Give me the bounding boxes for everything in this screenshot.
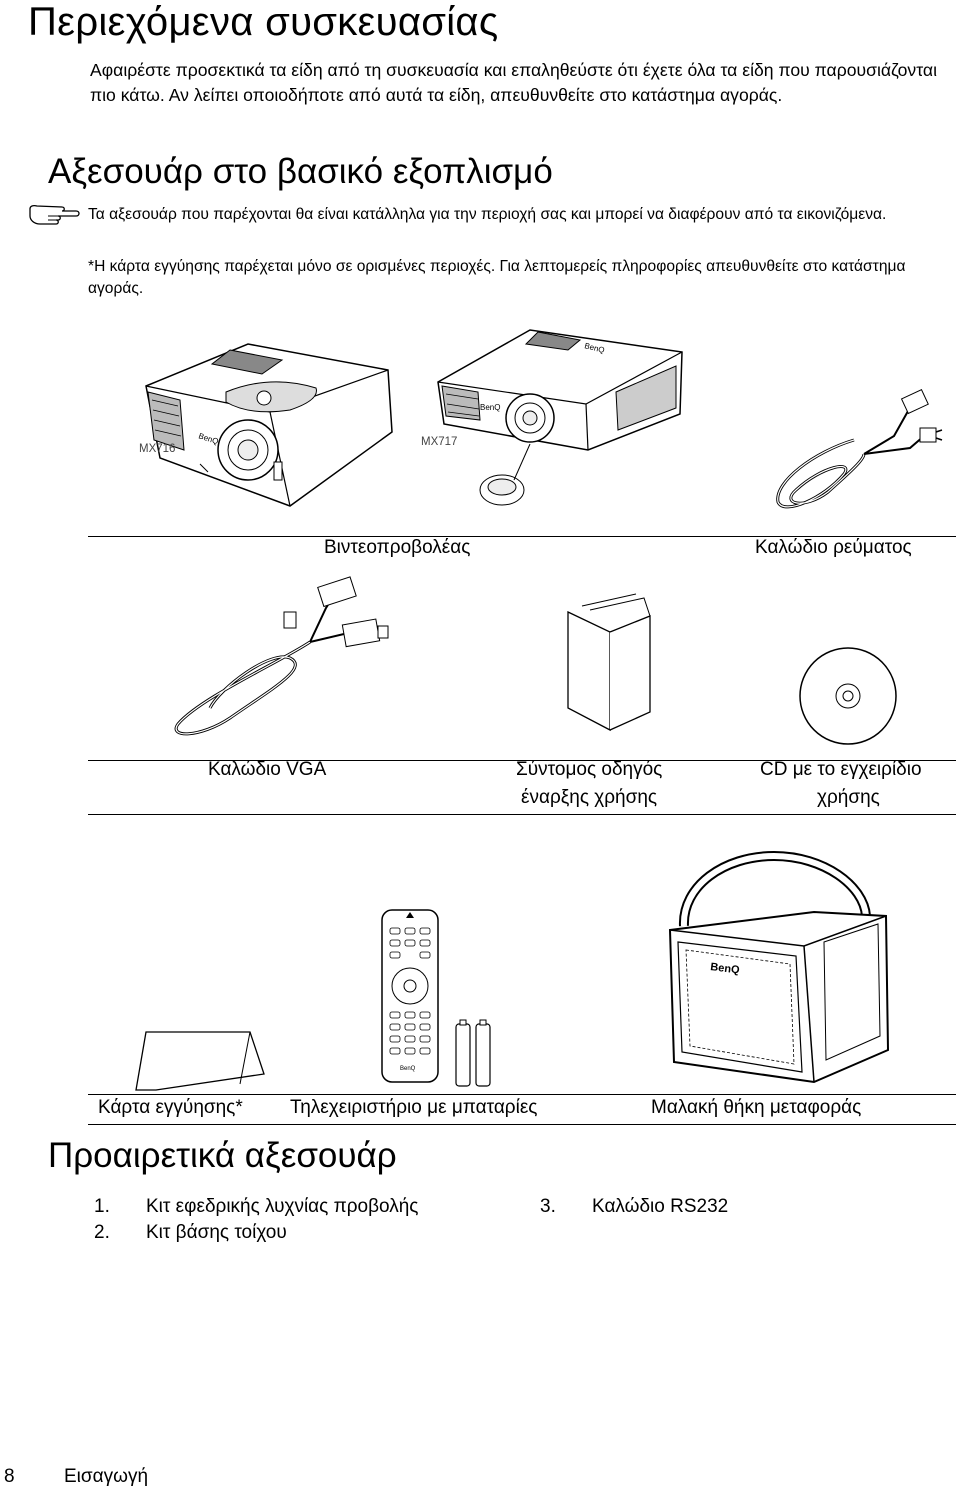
batteries-illustration: [452, 1018, 496, 1090]
cd-illustration: [796, 644, 900, 748]
caption-remote-control: Τηλεχειριστήριο με μπαταρίες: [290, 1097, 538, 1118]
divider: [88, 760, 956, 761]
remote-control-illustration: BenQ: [378, 908, 442, 1086]
divider: [88, 536, 956, 537]
power-cord-illustration: [744, 390, 944, 520]
optional-item-label: Καλώδιο RS232: [592, 1196, 729, 1217]
note-accessories-vary: Τα αξεσουάρ που παρέχονται θα είναι κατά…: [88, 206, 887, 223]
footer-section-label: Εισαγωγή: [64, 1466, 149, 1487]
warranty-card-illustration: [126, 1024, 276, 1094]
intro-text: Αφαιρέστε προσεκτικά τα είδη από τη συσκ…: [90, 60, 937, 105]
divider: [88, 1094, 956, 1095]
optional-item: 3. Καλώδιο RS232: [540, 1194, 728, 1219]
brand-label: BenQ: [710, 961, 741, 977]
quick-start-guide-illustration: [560, 590, 660, 740]
vga-cable-illustration: [160, 578, 400, 748]
caption-projector: Βιντεοπροβολέας: [324, 537, 471, 558]
hand-pointer-icon: [29, 204, 80, 225]
caption-quick-start-line1: Σύντομος οδηγός: [516, 759, 663, 780]
section-title-optional: Προαιρετικά αξεσουάρ: [48, 1136, 397, 1175]
optional-item-number: 3.: [540, 1196, 556, 1217]
divider: [88, 814, 956, 815]
caption-cd-line1: CD με το εγχειρίδιο: [760, 759, 922, 780]
brand-label: BenQ: [400, 1066, 416, 1072]
divider: [88, 1124, 956, 1125]
section-title-standard: Αξεσουάρ στο βασικό εξοπλισμό: [48, 152, 553, 191]
note-warranty: *Η κάρτα εγγύησης παρέχεται μόνο σε ορισ…: [88, 258, 906, 297]
optional-item-label: Κιτ βάσης τοίχου: [146, 1222, 287, 1243]
caption-warranty-card: Κάρτα εγγύησης*: [98, 1097, 243, 1118]
optional-item-number: 1.: [94, 1196, 110, 1217]
model-label-mx717: MX717: [421, 436, 458, 448]
caption-power-cord: Καλώδιο ρεύματος: [755, 537, 912, 558]
caption-carry-case: Μαλακή θήκη μεταφοράς: [651, 1097, 862, 1118]
optional-item-number: 2.: [94, 1222, 110, 1243]
page-number: 8: [4, 1466, 15, 1487]
caption-vga-cable: Καλώδιο VGA: [208, 759, 327, 780]
optional-item-label: Κιτ εφεδρικής λυχνίας προβολής: [146, 1196, 419, 1217]
caption-cd-line2: χρήσης: [817, 787, 880, 808]
brand-label: BenQ: [480, 403, 500, 412]
page-title: Περιεχόμενα συσκευασίας: [28, 0, 499, 44]
optional-item: 2. Κιτ βάσης τοίχου: [94, 1220, 287, 1245]
optional-item: 1. Κιτ εφεδρικής λυχνίας προβολής: [94, 1194, 418, 1219]
model-label-mx716: MX716: [139, 443, 176, 455]
projector-mx717-illustration: BenQ BenQ: [418, 322, 686, 512]
carry-case-illustration: BenQ: [664, 846, 894, 1090]
projector-mx716-illustration: BenQ: [140, 340, 402, 512]
caption-quick-start-line2: έναρξης χρήσης: [521, 787, 658, 808]
